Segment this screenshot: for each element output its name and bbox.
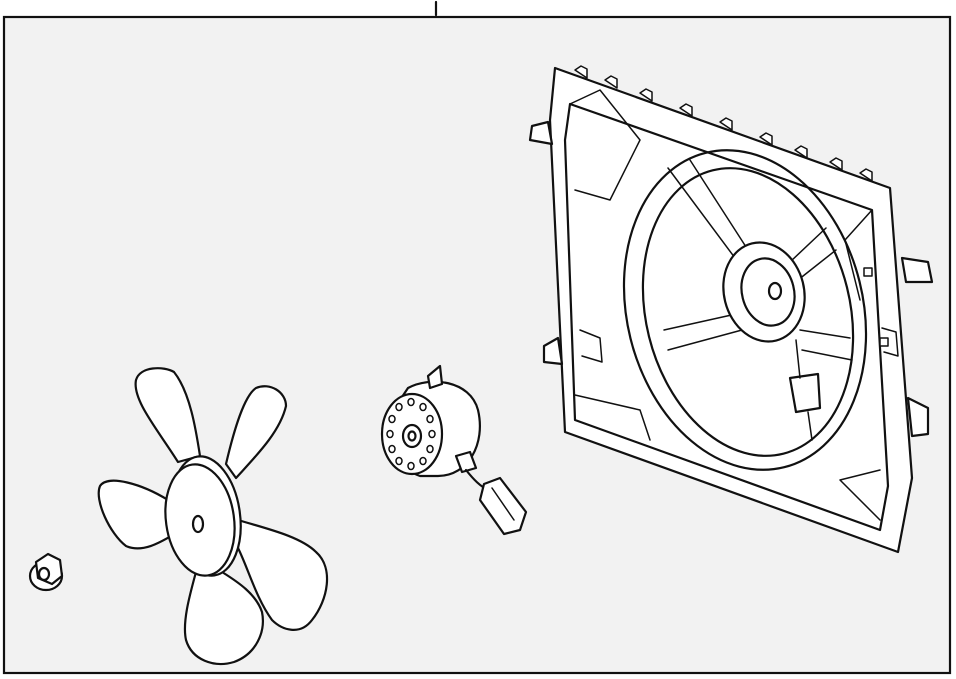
shroud-spoke-top [667, 159, 749, 259]
motor-vent-holes [386, 397, 436, 471]
shroud-left-lug-bottom [542, 336, 564, 366]
fan-blade-upper-right [224, 385, 288, 480]
fan-motor [380, 364, 528, 536]
fan-blade-bottom [183, 570, 264, 666]
fan-hub-center [191, 514, 205, 534]
shroud-left-lug-top [528, 120, 554, 146]
motor-face [380, 392, 444, 476]
shroud-top-tabs [574, 65, 873, 182]
motor-shaft-boss [401, 423, 423, 449]
fan-blade-right [236, 518, 329, 631]
motor-wire-grommet [454, 450, 478, 474]
fan-hub-face [164, 463, 236, 577]
shroud-hub-mid [740, 257, 796, 327]
shroud-right-lug-top [900, 256, 934, 284]
motor-mount-tab [426, 364, 444, 390]
shroud-spoke-lower-left [663, 313, 743, 351]
shroud-ring-outer [622, 149, 868, 471]
fan-blade [97, 367, 329, 666]
shroud-spoke-lower-right [799, 329, 853, 361]
shroud-hub-center [767, 281, 783, 301]
fan-shroud [528, 65, 934, 554]
nut-hole [37, 566, 51, 582]
shroud-right-lug-bottom [906, 396, 930, 438]
motor-shaft [407, 430, 417, 442]
retaining-nut [28, 552, 64, 592]
shroud-wire-clip [788, 372, 822, 414]
shroud-ring-inner [641, 167, 855, 457]
nut-body [34, 552, 64, 586]
fan-blade-top [134, 367, 202, 464]
shroud-spoke-right [789, 227, 837, 281]
fan-blade-left [97, 479, 180, 550]
